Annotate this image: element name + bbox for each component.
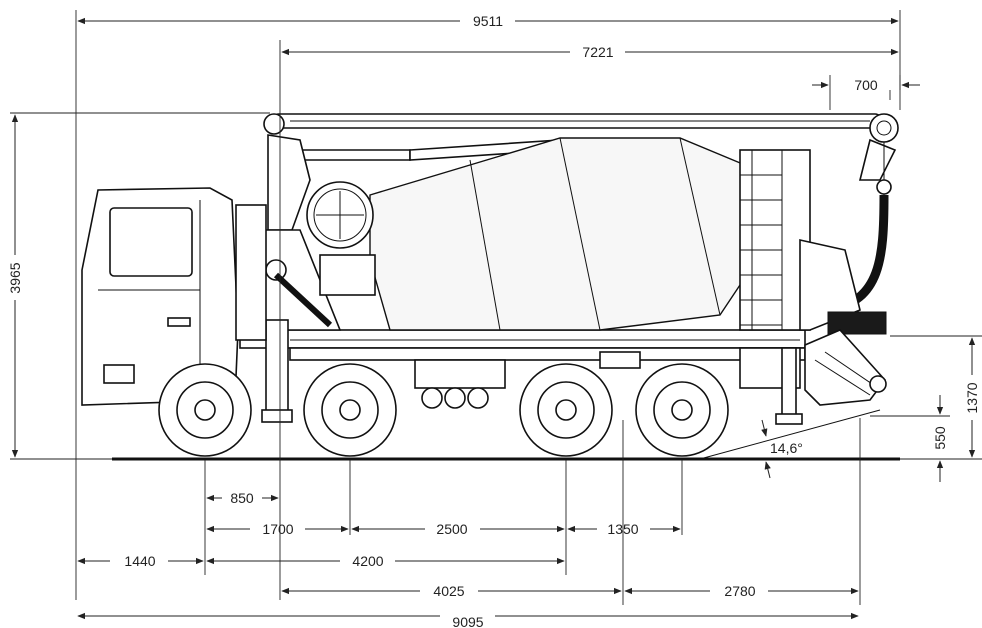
dim-rear-height: 1370 bbox=[964, 382, 980, 413]
dim-front-overhang: 1440 bbox=[124, 553, 155, 569]
dim-boom-pivot-to-axle: 4025 bbox=[433, 583, 464, 599]
dim-boom-length: 7221 bbox=[582, 44, 613, 60]
dim-overall-length: 9095 bbox=[452, 614, 483, 628]
dim-wheelbase-front: 4200 bbox=[352, 553, 383, 569]
cab-window bbox=[109, 207, 193, 277]
dim-boom-overhang: 700 bbox=[854, 77, 878, 93]
extension-lines bbox=[10, 10, 982, 605]
air-tank bbox=[421, 387, 443, 409]
dim-angle-arrow-bottom bbox=[764, 461, 771, 479]
wheel-axle-4 bbox=[635, 363, 729, 457]
dim-axle-1-2: 1700 bbox=[262, 521, 293, 537]
wheel-axle-2 bbox=[303, 363, 397, 457]
rear-outrigger bbox=[781, 347, 797, 419]
dim-height: 3965 bbox=[7, 262, 23, 293]
wheel-axle-3 bbox=[519, 363, 613, 457]
front-outrigger bbox=[265, 319, 289, 416]
dim-rear-overhang: 2780 bbox=[724, 583, 755, 599]
mixer-drum bbox=[306, 137, 771, 331]
cab bbox=[81, 187, 267, 406]
dim-axle-3-4: 1350 bbox=[607, 521, 638, 537]
headlight bbox=[103, 364, 135, 384]
dim-rear-clearance: 550 bbox=[932, 426, 948, 450]
dim-front-axle-spacing: 850 bbox=[230, 490, 254, 506]
toolbox bbox=[414, 359, 506, 389]
boom bbox=[263, 113, 899, 231]
chassis-sub-frame bbox=[289, 347, 806, 361]
dim-departure-angle: 14,6° bbox=[770, 440, 803, 456]
truck-illustration bbox=[81, 113, 899, 457]
dim-overall-length-boom: 9511 bbox=[473, 13, 503, 29]
chassis-frame bbox=[239, 329, 806, 349]
rear-ladder bbox=[739, 149, 811, 331]
exhaust-stack bbox=[235, 204, 267, 341]
wheel-axle-1 bbox=[158, 363, 252, 457]
dim-angle-arrow-top bbox=[761, 419, 768, 437]
dim-axle-2-3: 2500 bbox=[436, 521, 467, 537]
